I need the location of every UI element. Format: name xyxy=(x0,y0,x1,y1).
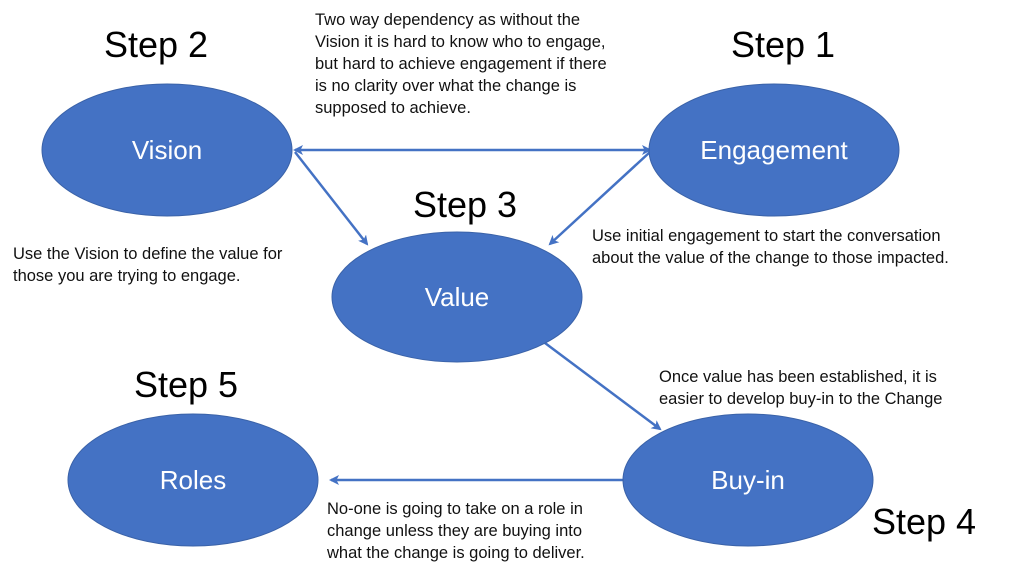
step-label-vision: Step 2 xyxy=(104,24,209,65)
note-line: easier to develop buy-in to the Change xyxy=(659,390,943,408)
note-line: Two way dependency as without the xyxy=(315,11,581,29)
note-value-to-buyin: Once value has been established, it is e… xyxy=(659,366,942,410)
node-roles[interactable]: Roles xyxy=(67,413,319,547)
note-line: supposed to achieve. xyxy=(315,99,471,117)
node-value[interactable]: Value xyxy=(331,231,583,363)
node-roles-label: Roles xyxy=(160,465,226,495)
note-line: Once value has been established, it is xyxy=(659,368,937,386)
note-line: what the change is going to deliver. xyxy=(327,544,585,562)
node-value-shape xyxy=(331,231,583,363)
node-vision[interactable]: Vision xyxy=(41,83,293,217)
node-buyin[interactable]: Buy-in xyxy=(622,413,874,547)
note-line: No-one is going to take on a role in xyxy=(327,500,583,518)
note-line: is no clarity over what the change is xyxy=(315,77,577,95)
note-line: Vision it is hard to know who to engage, xyxy=(315,33,606,51)
node-roles-shape xyxy=(67,413,319,547)
note-line: but hard to achieve engagement if there xyxy=(315,55,607,73)
note-line: about the value of the change to those i… xyxy=(592,249,949,267)
node-value-label: Value xyxy=(425,282,490,312)
edge-value-buyin xyxy=(544,341,662,431)
note-line: Use initial engagement to start the conv… xyxy=(592,227,941,245)
step-label-buyin: Step 4 xyxy=(872,501,977,542)
edges xyxy=(293,145,662,485)
note-buyin-to-roles: No-one is going to take on a role in cha… xyxy=(327,498,585,564)
node-buyin-label: Buy-in xyxy=(711,465,785,495)
edge-engagement-value xyxy=(548,151,651,246)
note-two-way-dependency: Two way dependency as without the Vision… xyxy=(315,9,607,119)
step-label-engagement: Step 1 xyxy=(731,24,836,65)
note-line: Use the Vision to define the value for xyxy=(13,245,283,263)
note-vision-to-value: Use the Vision to define the value for t… xyxy=(13,243,282,287)
note-engagement-to-value: Use initial engagement to start the conv… xyxy=(592,225,949,269)
node-vision-shape xyxy=(41,83,293,217)
note-line: those you are trying to engage. xyxy=(13,267,241,285)
node-buyin-shape xyxy=(622,413,874,547)
step-label-value: Step 3 xyxy=(413,184,518,225)
edge-vision-value xyxy=(294,151,369,246)
node-engagement-shape xyxy=(648,83,900,217)
node-engagement-label: Engagement xyxy=(700,135,848,165)
note-line: change unless they are buying into xyxy=(327,522,583,540)
node-vision-label: Vision xyxy=(132,135,202,165)
step-label-roles: Step 5 xyxy=(134,364,239,405)
node-engagement[interactable]: Engagement xyxy=(648,83,900,217)
